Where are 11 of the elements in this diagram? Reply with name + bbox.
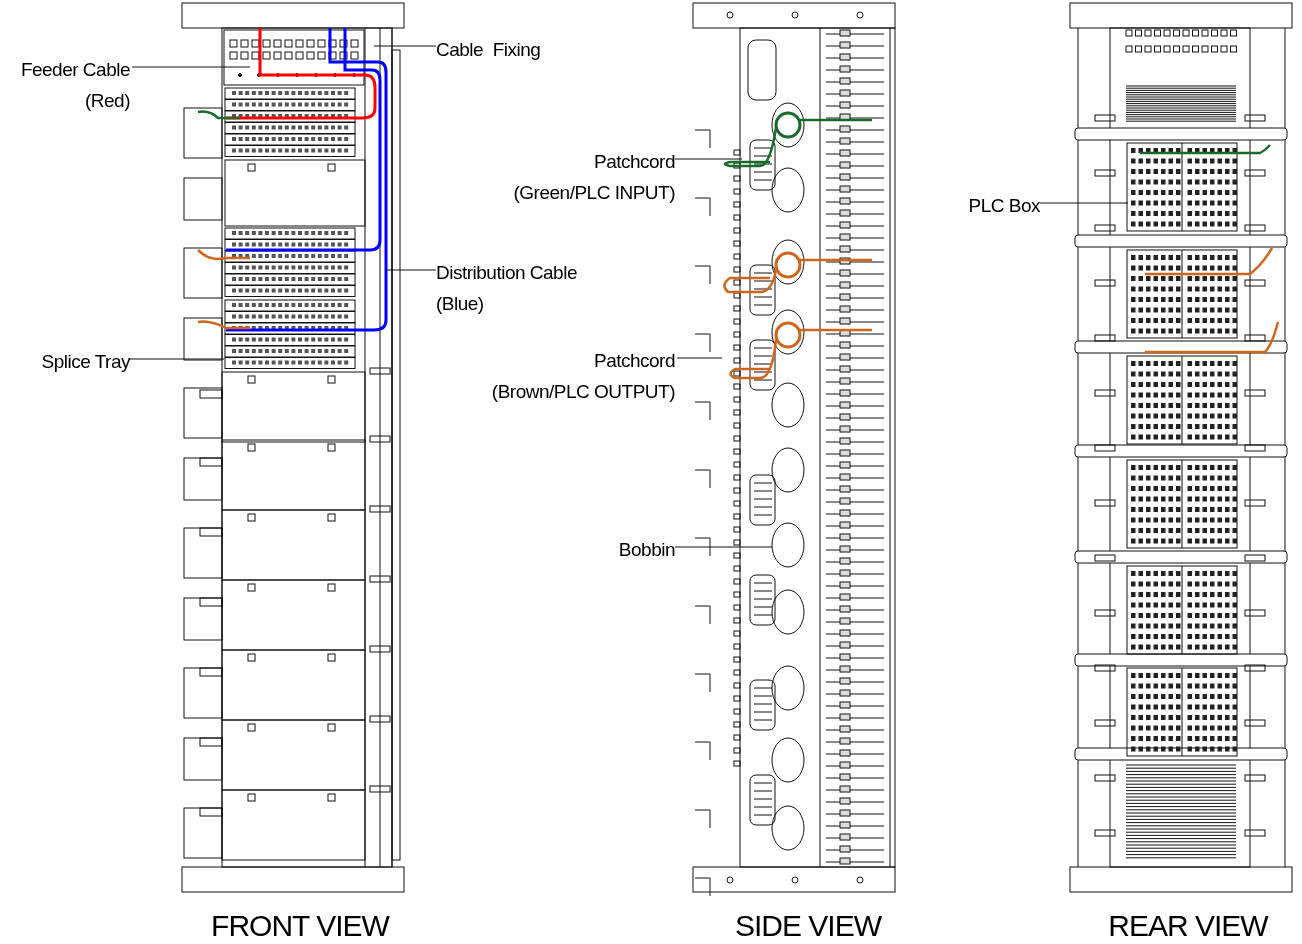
leader-line	[129, 358, 225, 360]
leader-line	[1039, 202, 1129, 204]
leader-line	[676, 357, 723, 359]
view-title: FRONT VIEW	[211, 908, 389, 944]
view-title: SIDE VIEW	[735, 908, 881, 944]
view-title: REAR VIEW	[1108, 908, 1268, 944]
leader-line	[373, 45, 437, 47]
leader-line	[131, 66, 251, 68]
leader-line	[674, 546, 773, 548]
leader-line	[385, 269, 437, 271]
leader-line	[674, 158, 743, 160]
